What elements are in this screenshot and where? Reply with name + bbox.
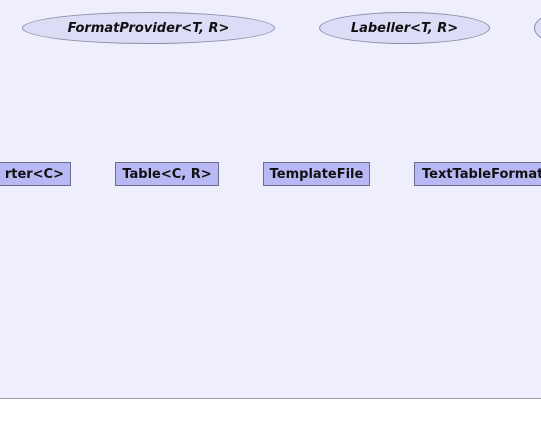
diagram-canvas: FormatProvider<T, R> Labeller<T, R> rter… (0, 0, 541, 399)
class-label: TextTableFormat (422, 166, 541, 182)
interface-labeller[interactable]: Labeller<T, R> (319, 12, 490, 44)
class-table[interactable]: Table<C, R> (115, 162, 219, 186)
interface-format-provider[interactable]: FormatProvider<T, R> (22, 12, 275, 44)
interface-label: Labeller<T, R> (350, 20, 459, 36)
class-label: Table<C, R> (122, 166, 212, 182)
class-exporter[interactable]: rter<C> (0, 162, 71, 186)
class-label: rter<C> (4, 166, 64, 182)
class-template-file[interactable]: TemplateFile (263, 162, 370, 186)
class-label: TemplateFile (269, 166, 364, 182)
interface-partial[interactable] (534, 12, 541, 44)
interface-label: FormatProvider<T, R> (67, 20, 230, 36)
class-text-table-format[interactable]: TextTableFormat (414, 162, 541, 186)
